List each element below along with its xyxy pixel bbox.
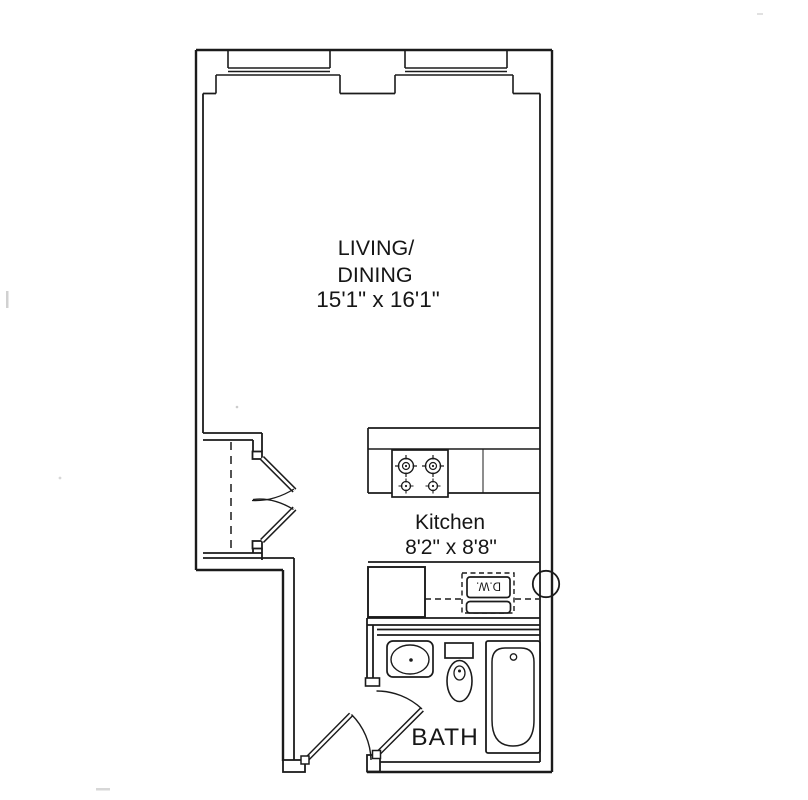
toilet [444,642,474,703]
window-jambs [227,50,508,68]
doors [300,690,424,765]
closet-top-wall [203,432,262,441]
kitchen-label: Kitchen [415,511,485,534]
dishwasher: D.W. [461,572,515,614]
bath-door [371,690,424,760]
bath-left-wall [366,618,374,680]
window-right-glazing [395,67,513,76]
entry-door [300,712,372,765]
closet-door-leaf-bottom [260,506,297,543]
kitchen-counter [367,427,540,498]
stove-burner-small-right [425,478,441,494]
refrigerator [367,566,426,618]
living-label-line2: DINING [337,263,412,287]
scan-artifacts [6,13,763,791]
living-dimensions: 15'1" x 16'1" [316,287,439,312]
entry-door-hinge [300,755,310,765]
wall-column-circle [531,569,561,599]
closet-door-swing-arc-top [251,488,295,502]
stove-burner-large-left [395,455,417,477]
bath-fixtures [386,640,541,754]
room-labels: LIVING/ DINING 15'1" x 16'1" Kitchen 8'2… [316,236,497,751]
stove-burner-small-left [398,478,414,494]
kitchen-lower-run: D.W. [367,561,561,618]
bathtub [485,640,541,754]
dishwasher-label: D.W. [476,580,501,592]
closet-door-hinge-bottom [251,540,263,550]
closet-door-leaf-top [260,456,297,493]
living-label-line1: LIVING/ [338,236,414,260]
closet [203,432,297,560]
entry-door-left-jamb [282,759,306,773]
stove [391,449,449,498]
bath-walls [282,617,540,773]
bath-door-swing-arc [376,690,423,710]
bath-shelf-band [377,628,540,636]
closet-top-stub [252,433,263,452]
tub-drain [509,653,518,661]
exterior-walls [194,48,554,774]
closet-door-swing-arc-bottom [252,498,294,511]
window-left-glazing [216,67,340,76]
window-recess-sides [215,75,514,94]
kitchen-dimensions: 8'2" x 8'8" [405,536,497,559]
stove-burner-large-right [422,455,444,477]
bath-label: BATH [411,724,479,751]
entry-door-swing-arc [351,714,372,761]
kitchen-bath-wall [367,617,540,626]
bathroom-sink [386,640,434,678]
windows [203,50,540,95]
bath-doorway-top-jamb [364,677,381,687]
closet-door-hinge-top [251,450,263,460]
bath-door-hinge [371,749,382,760]
